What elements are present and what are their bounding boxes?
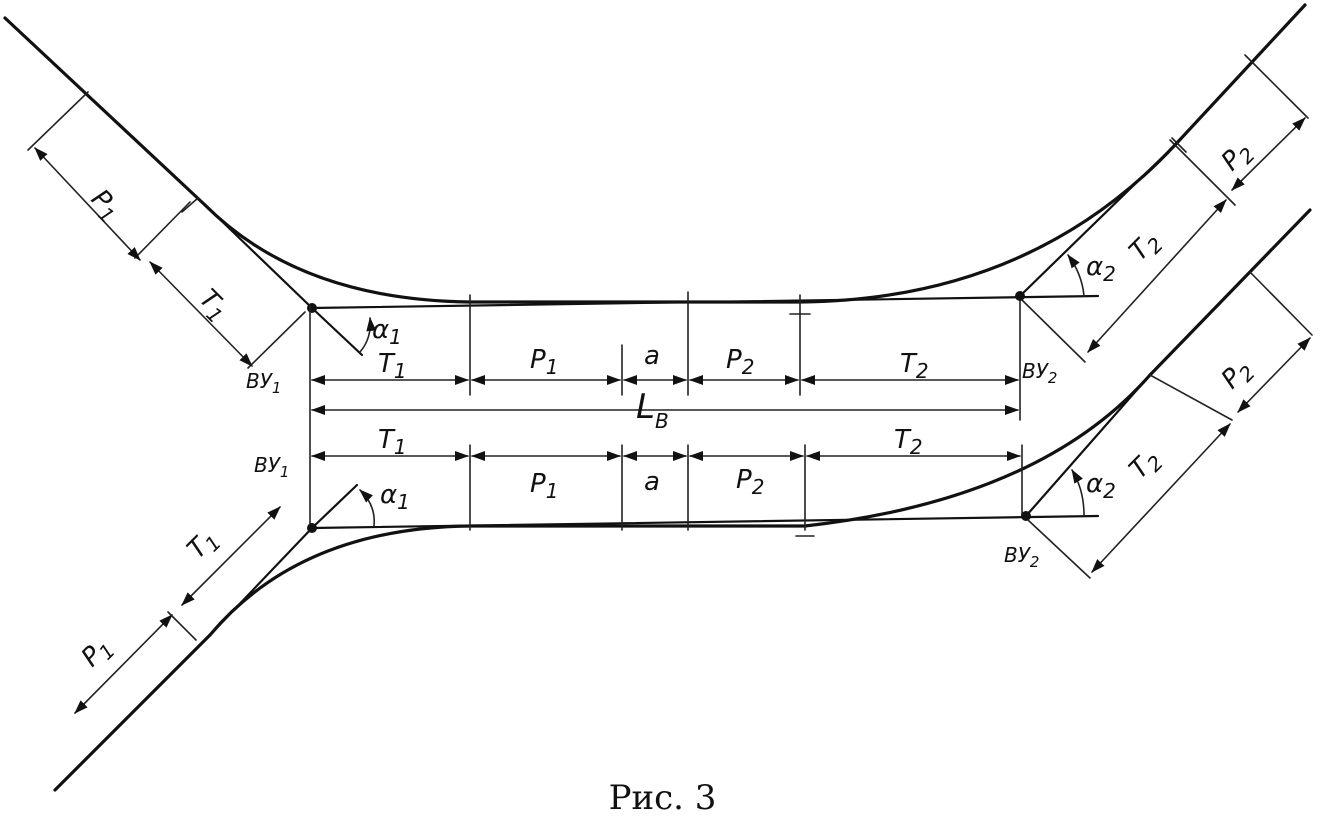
- upper-tangent-left: [203, 203, 314, 310]
- label-p2-lower: P2: [736, 465, 764, 499]
- label-LB: LB: [636, 387, 669, 433]
- lower-alpha1-ray: [310, 483, 359, 530]
- lower-right-curve: [803, 373, 1152, 528]
- label-T2-upper: T2: [900, 349, 929, 383]
- upper-left-curve: [203, 203, 472, 304]
- vu1-upper-point: [307, 303, 317, 313]
- figure-caption: Рис. 3: [608, 778, 717, 818]
- lower-tangent-left: [208, 526, 314, 637]
- lower-left-dimensions: [74, 506, 281, 714]
- lower-left-curve: [208, 524, 472, 637]
- lower-alpha2-arc: [1071, 469, 1085, 516]
- label-vu2-lower: ВУ2: [1004, 543, 1039, 571]
- lower-tangent-horizontal: [310, 514, 1100, 530]
- label-p1-lower: P1: [530, 469, 558, 503]
- label-T1-upper: T1: [378, 349, 407, 383]
- upper-alpha1-arc: [359, 317, 377, 353]
- lower-right-dimensions: [1027, 271, 1313, 579]
- label-p2-upper-oblique: P2: [1216, 136, 1260, 180]
- label-T1-lower-oblique: T1: [182, 523, 226, 567]
- label-a-lower: a: [644, 467, 660, 497]
- lower-track: [53, 208, 1312, 792]
- label-T1-upper-oblique: T1: [190, 284, 234, 328]
- vu2-upper-point: [1015, 291, 1025, 301]
- lower-tangent-right: [1024, 373, 1152, 518]
- label-p1-upper-oblique: P1: [82, 184, 126, 228]
- lower-right-straight: [1148, 208, 1312, 377]
- label-vu1-lower: ВУ1: [254, 453, 289, 481]
- lower-alpha1-arc: [359, 489, 376, 527]
- label-p2-lower-oblique: P2: [1216, 354, 1260, 398]
- upper-alpha2-arc: [1067, 254, 1085, 297]
- vu2-lower-point: [1021, 511, 1031, 521]
- label-p1-lower-oblique: P1: [76, 632, 120, 676]
- label-p1-upper: P1: [530, 345, 558, 379]
- lower-left-straight: [53, 633, 212, 792]
- upper-right-dimensions: [1021, 54, 1309, 363]
- label-vu1-upper: ВУ1: [246, 369, 281, 397]
- label-vu2-upper: ВУ2: [1022, 359, 1057, 387]
- label-alpha1-lower: α1: [380, 480, 410, 514]
- label-T1-lower: T1: [378, 425, 407, 459]
- upper-track: [3, 3, 1307, 421]
- label-T2-upper-oblique: T2: [1124, 225, 1168, 269]
- upper-right-straight: [1173, 3, 1307, 147]
- label-alpha2-lower: α2: [1086, 469, 1116, 503]
- label-T2-lower: T2: [894, 425, 923, 459]
- upper-left-dimensions: [27, 91, 306, 369]
- upper-horizontal-dimensions: [311, 375, 1019, 415]
- label-T2-lower-oblique: T2: [1124, 443, 1168, 487]
- label-p2-upper: P2: [726, 345, 754, 379]
- upper-alpha1-ray: [310, 306, 364, 357]
- upper-right-curve: [798, 143, 1177, 304]
- label-alpha2-upper: α2: [1086, 252, 1116, 286]
- label-a-upper: a: [644, 341, 660, 371]
- upper-left-straight: [3, 16, 207, 207]
- upper-tangent-horizontal: [310, 294, 1100, 310]
- vu1-lower-point: [307, 523, 317, 533]
- label-alpha1-upper: α1: [372, 315, 402, 349]
